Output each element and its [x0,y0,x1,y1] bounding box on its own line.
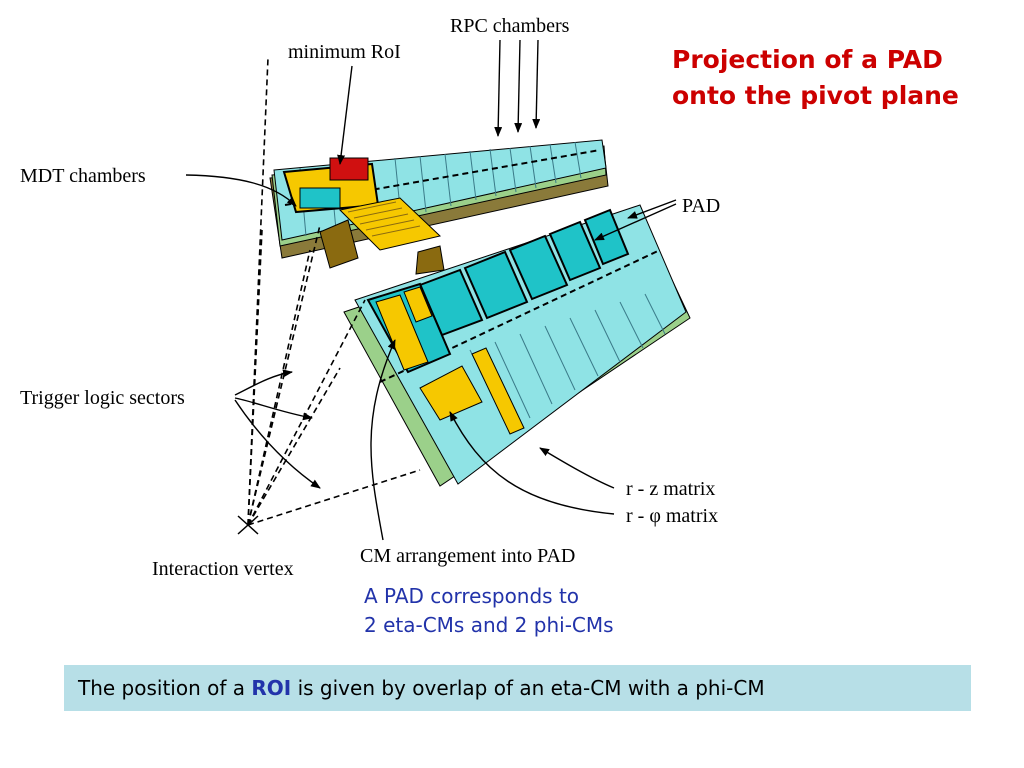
label-rpc-chambers: RPC chambers [450,15,570,37]
min-roi-cell [329,157,369,181]
phi-cm [419,365,483,421]
label-interaction-vertex: Interaction vertex [152,558,294,580]
roi-keyword: ROI [251,676,292,700]
mdt-trapezoid [319,219,359,269]
trigger-arrows [234,369,321,489]
roi-statement-box: The position of a ROI is given by overla… [64,665,971,711]
pad [583,208,630,266]
slide-title-line2: onto the pivot plane [672,81,959,110]
pad-note-line2: 2 eta-CMs and 2 phi-CMs [364,613,614,637]
callout-arrows [185,39,677,541]
pad [508,234,569,301]
slide-title: Projection of a PAD onto the pivot plane [672,42,959,114]
label-trigger-logic-sectors: Trigger logic sectors [20,387,185,409]
label-mdt-chambers: MDT chambers [20,165,146,187]
label-cm-arrangement: CM arrangement into PAD [360,545,575,567]
label-minimum-roi: minimum RoI [288,41,401,63]
mdt-trapezoid [415,245,445,275]
slide-title-line1: Projection of a PAD [672,45,943,74]
cm-pad [366,282,525,435]
pad-note: A PAD corresponds to 2 eta-CMs and 2 phi… [364,582,614,640]
label-rphi-matrix: r - φ matrix [626,505,718,527]
upper-cm [282,157,445,275]
roi-statement-suffix: is given by overlap of an eta-CM with a … [291,676,765,700]
pad [463,250,529,320]
pad-note-line1: A PAD corresponds to [364,584,580,608]
pad [548,220,602,282]
label-rz-matrix: r - z matrix [626,478,715,500]
phi-symbol: φ [649,505,661,527]
phi-cm [471,347,525,435]
label-pad: PAD [682,195,720,217]
interaction-vertex [237,515,259,535]
roi-statement-prefix: The position of a [78,676,252,700]
projection-lines [247,57,421,526]
eta-cm [403,286,433,323]
